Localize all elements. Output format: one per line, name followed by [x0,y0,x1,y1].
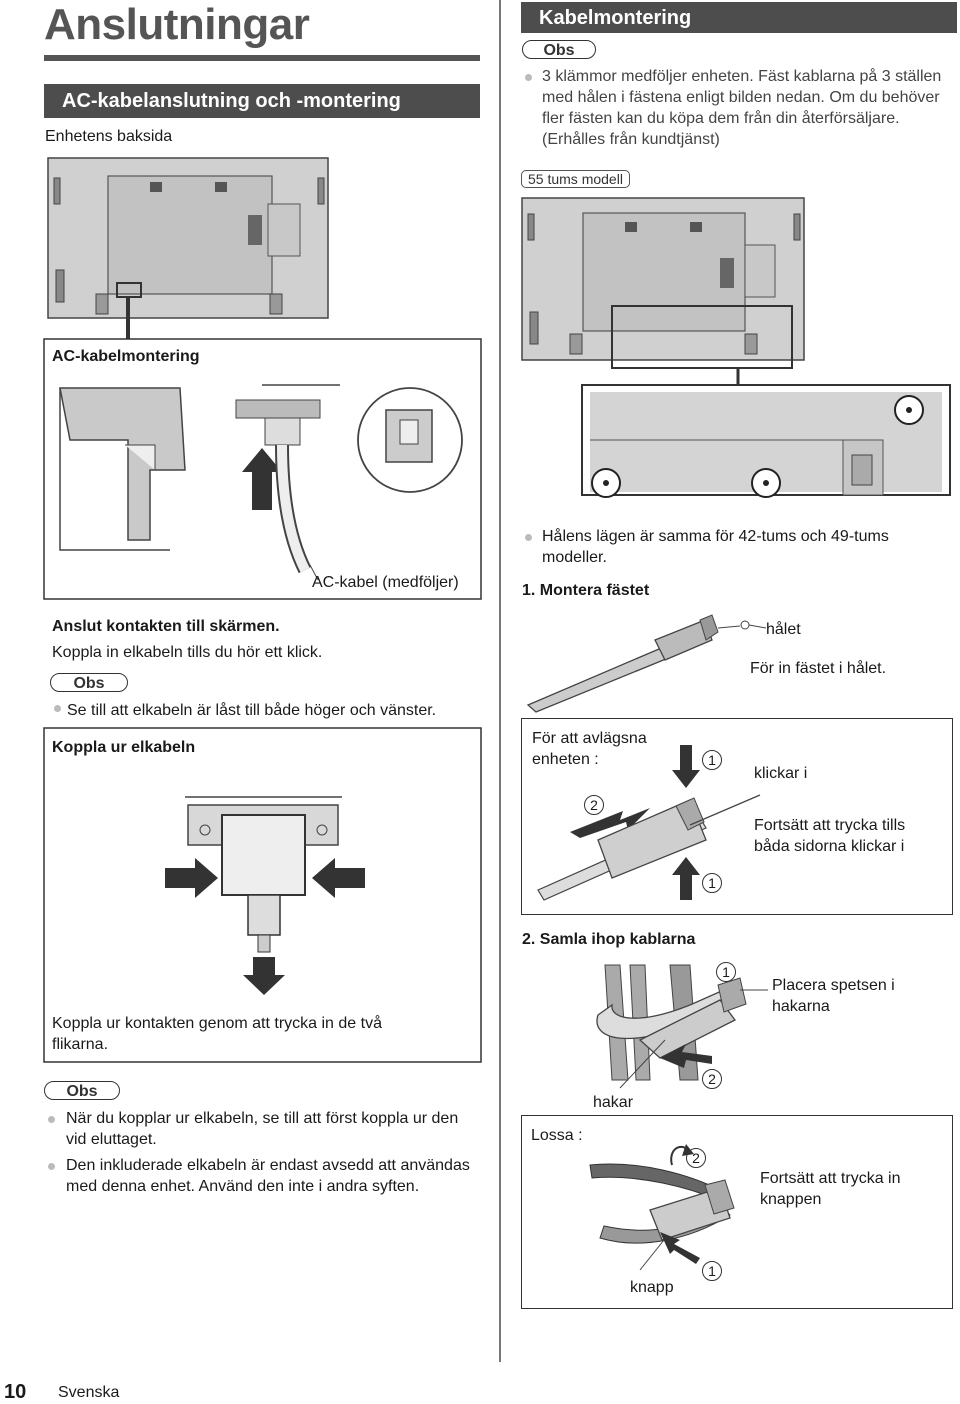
remove-box [521,718,953,915]
footer-language: Svenska [58,1384,120,1401]
rear-panel-slot [267,203,301,257]
num-circle-1b: 1 [702,873,722,893]
note-text-left: Se till att elkabeln är låst till både h… [54,700,436,721]
hole-label: hålet [766,621,801,638]
num-circle-1a: 1 [702,750,722,770]
rear-panel-foot-l [95,293,109,315]
ac-cable-section-heading-text: AC-kabelanslutning och -montering [62,90,401,112]
model-tag: 55 tums modell [521,170,630,188]
num-circle-1c: 1 [716,962,736,982]
loosen-label: Lossa : [531,1127,583,1144]
loosen-box [521,1115,953,1309]
page-title: Anslutningar [44,0,310,49]
ac-cable-section-heading: AC-kabelanslutning och -montering [44,84,480,118]
click-label: klickar i [754,765,808,782]
button-label: knapp [630,1279,674,1296]
num-circle-2a: 2 [584,795,604,815]
num-circle-2c: 2 [686,1148,706,1168]
insert-instruction: För in fästet i hålet. [750,660,887,677]
note-pill-left: Obs [50,673,128,692]
unplug-title: Koppla ur elkabeln [52,739,196,756]
connect-instruction-bold: Anslut kontakten till skärmen. [52,618,280,635]
note-pill-right: Obs [522,40,596,59]
hole-note-text: Hålens lägen är samma för 42-tums och 49… [542,528,889,566]
note-text-right: 3 klämmor medföljer enheten. Fäst kablar… [525,66,945,150]
step1-heading: 1. Montera fästet [522,582,650,599]
rear-panel-handle-l [53,177,61,205]
bottom-note-2-text: Den inkluderade elkabeln är endast avsed… [66,1157,470,1195]
rear-panel-port [55,269,65,303]
bottom-note-pill: Obs [44,1081,120,1100]
note-text-left-content: Se till att elkabeln är låst till både h… [67,702,437,719]
rear-panel-foot-r [269,293,283,315]
rear-panel-vent-2 [215,182,227,192]
rear-panel-handle-r [317,177,325,205]
bullet-icon [525,74,532,81]
bottom-note-1-text: När du kopplar ur elkabeln, se till att … [66,1110,459,1148]
rear-panel-vent-1 [150,182,162,192]
cable-section-heading-text: Kabelmontering [539,7,692,29]
rear-label: Enhetens baksida [45,128,173,145]
step2-heading: 2. Samla ihop kablarna [522,931,696,948]
place-instruction: Placera spetsen i hakarna [772,977,895,1015]
bullet-icon [54,705,61,713]
press-button-instruction: Fortsätt att trycka in knappen [760,1170,901,1208]
bottom-note-2: Den inkluderade elkabeln är endast avsed… [48,1155,478,1197]
hole-note: Hålens lägen är samma för 42-tums och 49… [525,526,945,568]
num-circle-1d: 1 [702,1261,722,1281]
remove-label: För att avlägsna enheten : [532,730,647,768]
page-number: 10 [4,1381,27,1403]
bullet-icon [48,1116,55,1123]
callout-connector [126,297,130,339]
column-divider [499,0,501,1362]
rear-panel-vent-3 [248,215,262,245]
connect-instruction: Koppla in elkabeln tills du hör ett klic… [52,644,323,661]
bullet-icon [525,534,532,541]
ac-mount-box-title: AC-kabelmontering [52,348,200,365]
hooks-label: hakar [593,1094,634,1111]
title-rule [44,55,480,61]
cable-label: AC-kabel (medföljer) [312,574,459,591]
num-circle-2b: 2 [702,1069,722,1089]
cable-section-heading: Kabelmontering [521,2,957,33]
bottom-note-1: När du kopplar ur elkabeln, se till att … [48,1108,468,1150]
press-instruction: Fortsätt att trycka tills båda sidorna k… [754,817,906,855]
bullet-icon [48,1163,55,1170]
note-text-right-content: 3 klämmor medföljer enheten. Fäst kablar… [542,68,942,148]
unplug-text: Koppla ur kontakten genom att trycka in … [52,1015,382,1053]
